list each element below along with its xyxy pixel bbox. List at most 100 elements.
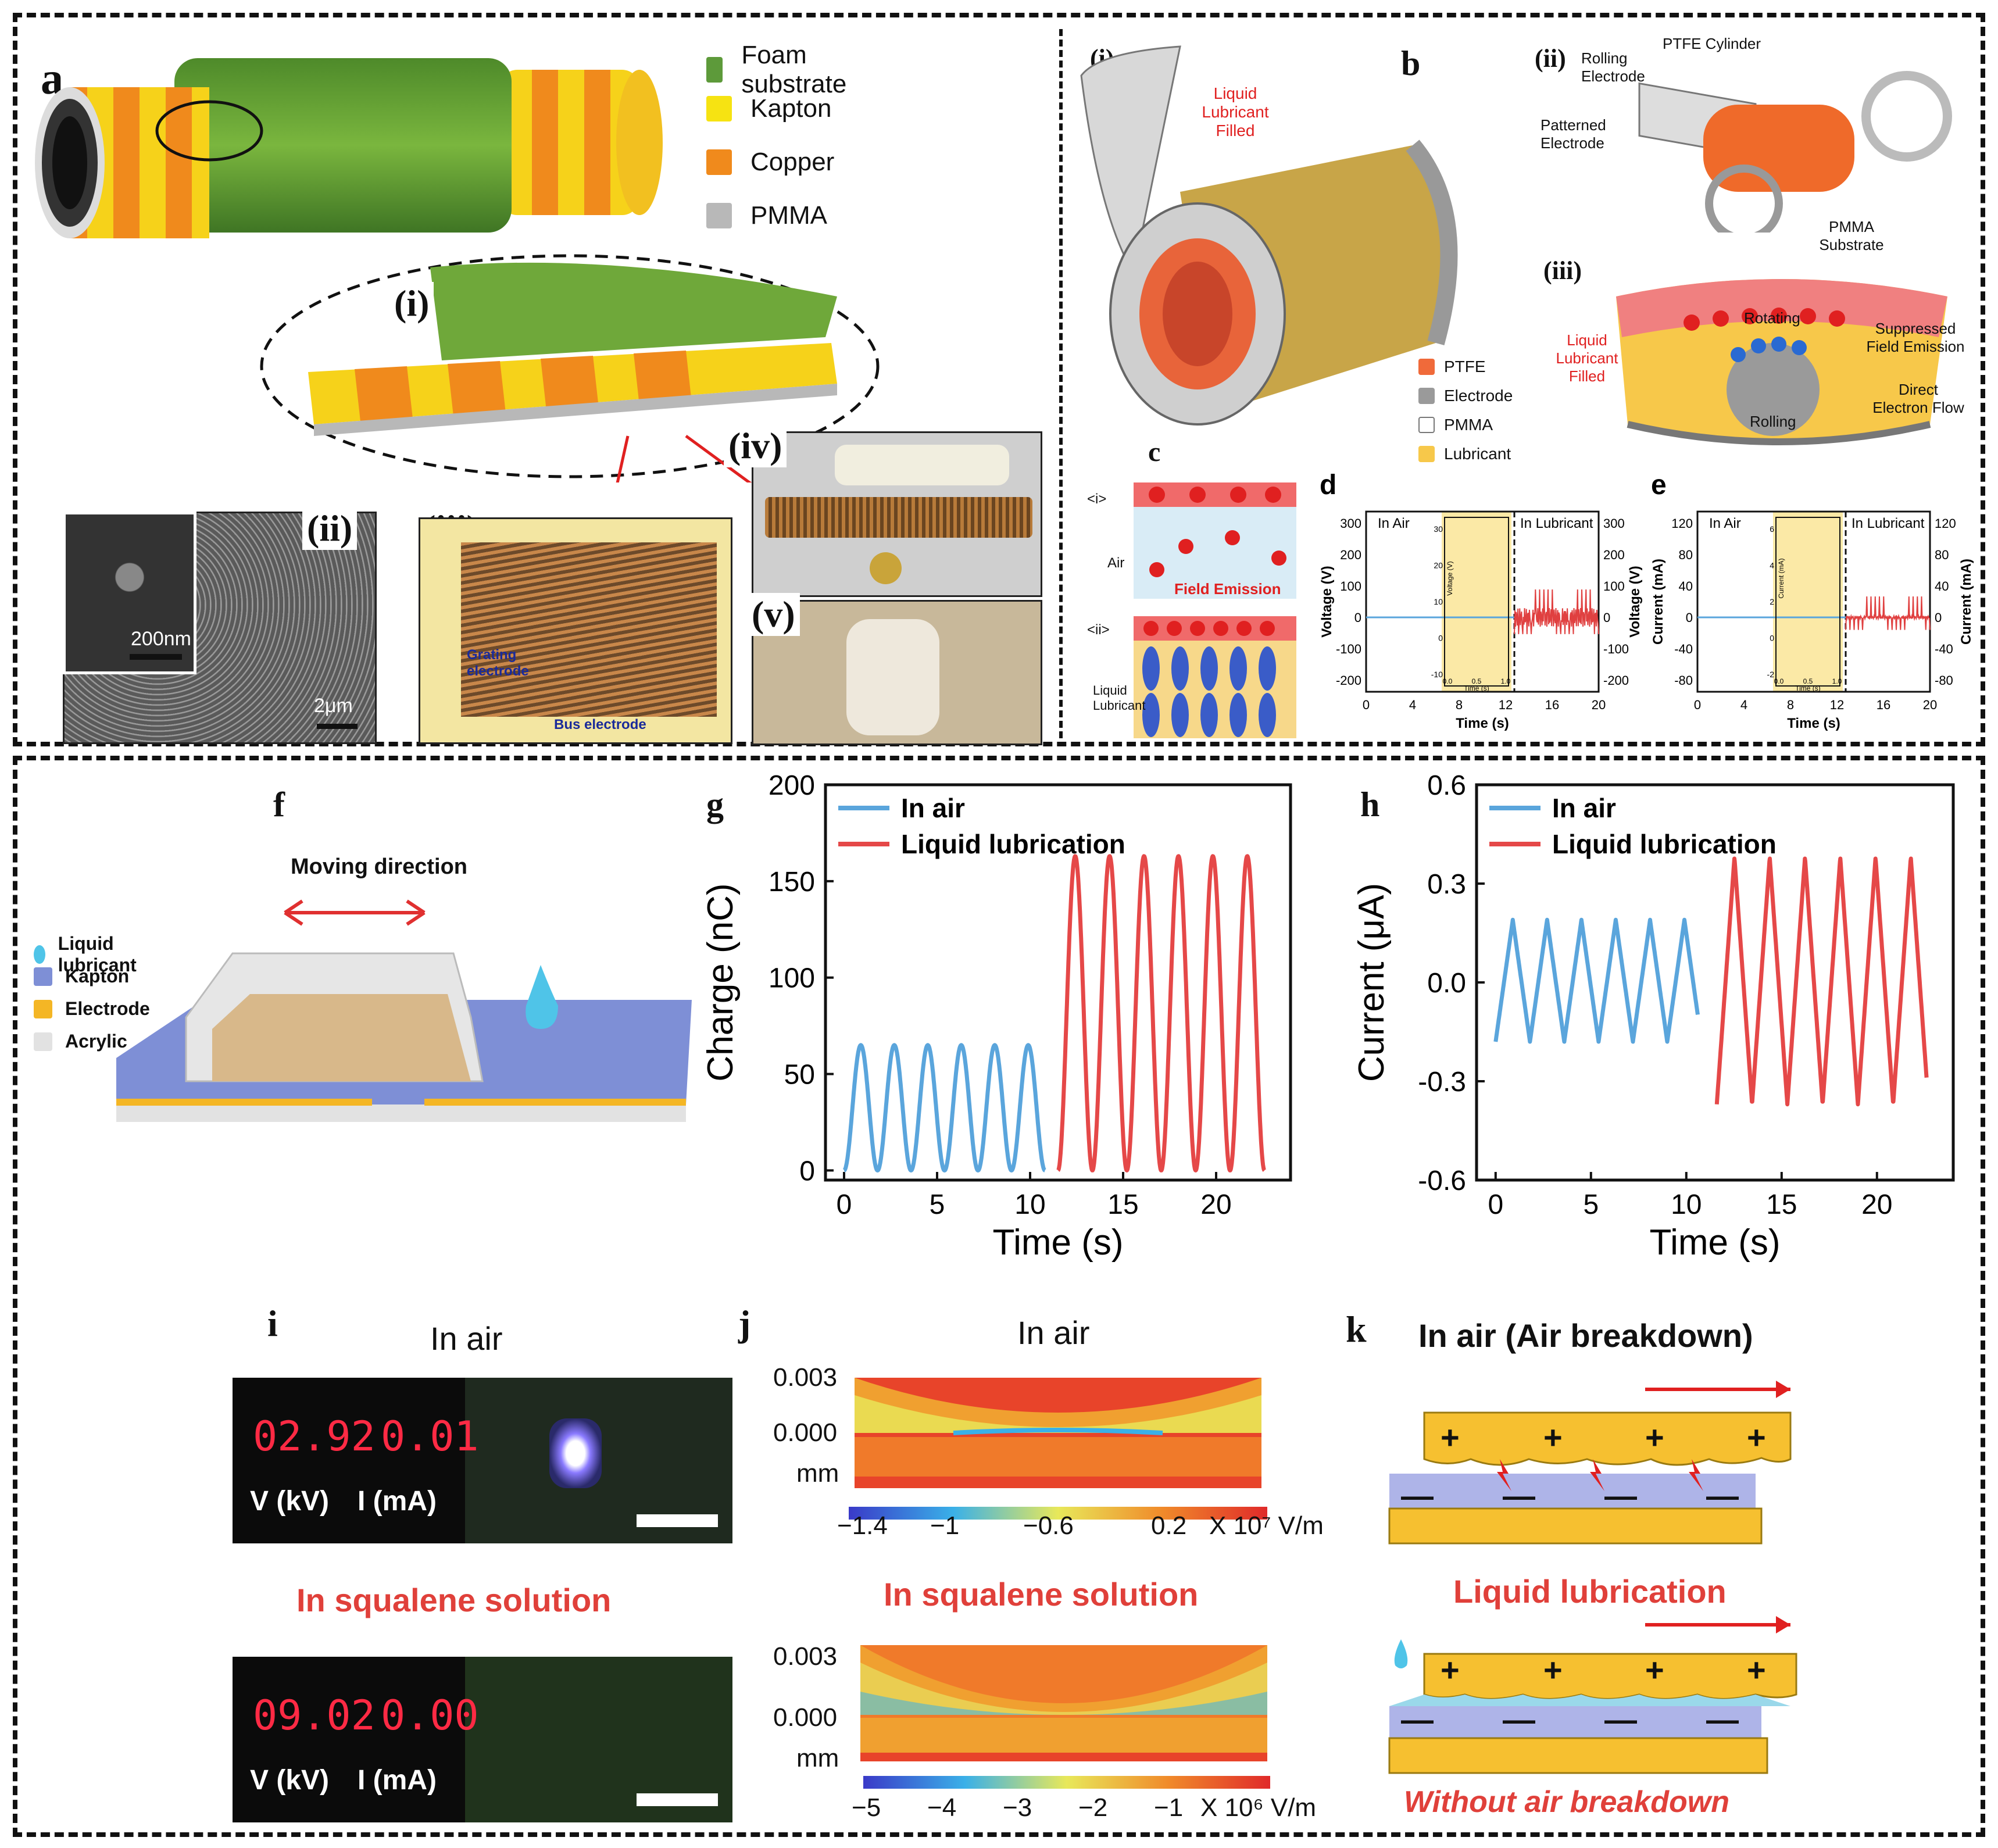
i-air-voltage: 02.92 bbox=[253, 1413, 376, 1460]
zoom-detail-ellipse bbox=[260, 254, 880, 482]
legend-ptfe: PTFE bbox=[1418, 358, 1486, 376]
y-tick-label-right: 100 bbox=[1603, 579, 1625, 594]
kapton-f-swatch bbox=[34, 967, 52, 986]
k-lub-plus-2: + bbox=[1645, 1652, 1664, 1688]
y-tick-label: -0.3 bbox=[1418, 1067, 1466, 1098]
k-air-minus-3: — bbox=[1706, 1477, 1739, 1514]
sem-inset-scale-label: 200nm bbox=[131, 628, 191, 650]
electrode-swatch bbox=[1418, 388, 1435, 404]
legend-copper: Copper bbox=[706, 148, 834, 177]
panel-b-label: b bbox=[1401, 44, 1421, 83]
j-air-cbar-0: −1.4 bbox=[837, 1511, 888, 1540]
inset-y-tick: 6 bbox=[1770, 524, 1774, 534]
k-air-plus-3: + bbox=[1747, 1419, 1766, 1456]
y-tick-label-right: -100 bbox=[1603, 642, 1629, 656]
device-photo-iv bbox=[752, 431, 1042, 597]
inset-y-tick: 20 bbox=[1434, 561, 1443, 570]
y-tick-label: 0.6 bbox=[1427, 770, 1466, 801]
y-tick-label: 0.0 bbox=[1427, 968, 1466, 999]
exploded-view bbox=[1638, 71, 1952, 233]
y-tick-label-right: 120 bbox=[1935, 516, 1956, 531]
series-line-in-air bbox=[842, 1043, 1047, 1173]
plot-frame bbox=[824, 783, 1292, 1182]
legend-ptfe-label: PTFE bbox=[1444, 358, 1486, 376]
y-tick-label: 0.3 bbox=[1427, 869, 1466, 900]
x-tick-label: 8 bbox=[1787, 698, 1794, 712]
y-tick-label-right: -80 bbox=[1935, 673, 1953, 688]
ptfe-swatch bbox=[1418, 359, 1435, 375]
panel-i-label: i bbox=[267, 1303, 278, 1344]
y-tick-label-left: 40 bbox=[1679, 579, 1693, 594]
suppressed-field-emission-label: Suppressed Field Emission bbox=[1866, 320, 1965, 355]
legend-kapton-f: Kapton bbox=[34, 966, 129, 987]
liquid-filled-label-b: Liquid Lubricant Filled bbox=[1202, 84, 1269, 140]
rolling-label: Rolling bbox=[1750, 413, 1796, 430]
k-lub-plus-1: + bbox=[1543, 1652, 1563, 1688]
x-tick-label: 0 bbox=[837, 1189, 852, 1220]
legend-lubricant: Lubricant bbox=[1418, 445, 1511, 463]
i-squalene-photo: 09.02 0.00 V (kV) I (mA) bbox=[233, 1657, 732, 1822]
panel-f-label: f bbox=[273, 785, 285, 824]
k-liquid-lubrication-diagram bbox=[1388, 1616, 1797, 1774]
grating-electrode-photo: Grating electrode Bus electrode bbox=[419, 517, 732, 744]
k-air-breakdown-diagram bbox=[1388, 1381, 1792, 1545]
legend-copper-label: Copper bbox=[750, 148, 835, 176]
x-tick-label: 12 bbox=[1830, 698, 1844, 712]
y-tick-label: 100 bbox=[769, 963, 815, 994]
j-squalene-ytick-1: 0.000 bbox=[773, 1703, 838, 1732]
j-air-cbar-3: 0.2 bbox=[1151, 1511, 1187, 1540]
x-axis-label: Time (s) bbox=[1650, 1223, 1781, 1263]
x-tick-label: 15 bbox=[1766, 1189, 1797, 1220]
k-air-title: In air (Air breakdown) bbox=[1418, 1317, 1753, 1354]
k-air-plus-0: + bbox=[1441, 1419, 1460, 1456]
i-squalene-i-unit: I (mA) bbox=[358, 1765, 437, 1796]
legend-acrylic: Acrylic bbox=[34, 1031, 127, 1052]
y-tick-label-right: 200 bbox=[1603, 548, 1625, 562]
panel-label: e bbox=[1651, 470, 1667, 501]
legend-pmma-b-label: PMMA bbox=[1444, 416, 1493, 434]
inset-y-tick: 10 bbox=[1434, 597, 1443, 606]
grating-pattern bbox=[461, 542, 717, 717]
y-tick-label-left: 0 bbox=[1354, 610, 1361, 625]
legend-electrode-f-label: Electrode bbox=[65, 998, 150, 1019]
inset-frame bbox=[1775, 517, 1840, 687]
c-tag-ii: <ii> bbox=[1087, 622, 1110, 638]
hand bbox=[846, 619, 939, 735]
kapton-swatch bbox=[706, 96, 732, 121]
inset-y-tick: 2 bbox=[1770, 597, 1774, 606]
y-tick-label-left: 80 bbox=[1679, 548, 1693, 562]
rolled-electrode bbox=[765, 497, 1032, 538]
inset-y-tick: -2 bbox=[1767, 670, 1775, 679]
x-tick-label: 16 bbox=[1545, 698, 1559, 712]
legend-foam: Foam substrate bbox=[706, 41, 856, 99]
j-squalene-yunit: mm bbox=[796, 1744, 839, 1772]
panel-label: d bbox=[1320, 470, 1336, 501]
panel-a-sub-ii: (ii) bbox=[302, 507, 358, 550]
y-tick-label: 0 bbox=[799, 1156, 815, 1186]
k-lub-plus-3: + bbox=[1747, 1652, 1766, 1688]
legend-pmma-b: PMMA bbox=[1418, 416, 1493, 434]
y-tick-label: 50 bbox=[784, 1060, 815, 1091]
bottom-panel-frame bbox=[13, 756, 1985, 1837]
in-air-label: In Air bbox=[1709, 516, 1741, 531]
panel-a-sub-i: (i) bbox=[389, 282, 434, 325]
y-tick-label-right: 0 bbox=[1603, 610, 1610, 625]
inset-x-tick: 0.5 bbox=[1803, 677, 1813, 685]
legend-liquid-lubricant: Liquid lubricant bbox=[34, 933, 144, 976]
lubricant-swatch bbox=[1418, 446, 1435, 462]
j-air-cbar-unit: X 10⁷ V/m bbox=[1209, 1511, 1324, 1540]
legend-electrode: Electrode bbox=[1418, 387, 1513, 405]
y-axis-label-left: Voltage (V) bbox=[1319, 566, 1335, 638]
x-tick-label: 15 bbox=[1107, 1189, 1138, 1220]
y-axis-label-right: Current (mA) bbox=[1958, 559, 1974, 645]
i-air-title: In air bbox=[430, 1320, 503, 1357]
electrode-f-swatch bbox=[34, 999, 52, 1018]
j-air-cbar-1: −1 bbox=[930, 1511, 960, 1540]
liquid-lubricant-swatch bbox=[34, 945, 45, 964]
j-squalene-cbar-2: −3 bbox=[1003, 1793, 1032, 1822]
plot-frame bbox=[1365, 510, 1600, 693]
y-tick-label: 150 bbox=[769, 867, 815, 898]
y-axis-label: Charge (nC) bbox=[700, 883, 741, 1081]
x-axis-label: Time (s) bbox=[993, 1223, 1124, 1263]
